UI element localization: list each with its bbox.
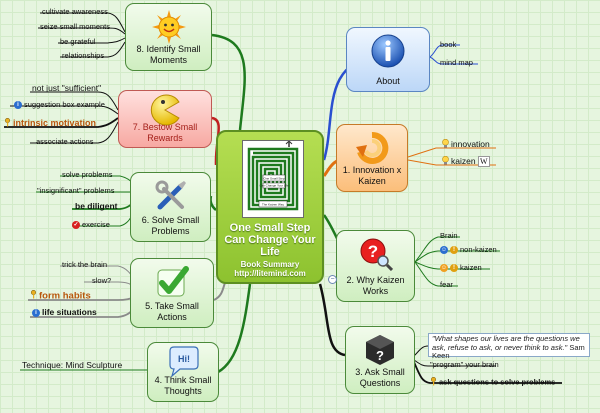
- leaf-non-kaizen-text: non-kaizen: [460, 245, 497, 254]
- node-problems[interactable]: 6. Solve Small Problems: [130, 172, 211, 242]
- question-magnifier-icon: ?: [360, 238, 393, 271]
- svg-text:Hi!: Hi!: [178, 354, 190, 364]
- leaf-non-kaizen[interactable]: ☺!non-kaizen: [440, 245, 497, 255]
- leaf-mind-sculpture[interactable]: Technique: Mind Sculpture: [22, 360, 123, 370]
- leaf-not-sufficient[interactable]: not just "sufficient": [32, 83, 102, 93]
- leaf-innovation[interactable]: innovation: [442, 138, 490, 150]
- key-icon: [4, 117, 11, 129]
- leaf-intrinsic-motivation[interactable]: intrinsic motivation: [4, 117, 97, 129]
- speech-bubble-icon: Hi!: [169, 346, 199, 378]
- lightbulb-icon: !: [450, 246, 458, 255]
- central-title: One Small Step Can Change Your Life: [224, 222, 316, 258]
- lightbulb-icon: !: [450, 264, 458, 273]
- leaf-form-habits[interactable]: form habits: [30, 289, 91, 302]
- svg-text:?: ?: [367, 242, 377, 261]
- branch-thoughts: [217, 283, 252, 374]
- leaf-be-grateful[interactable]: be grateful: [60, 37, 96, 46]
- key-icon: [30, 289, 37, 302]
- book-cover-subtitle: Can Change Your Life: [259, 184, 289, 188]
- node-actions-label: 5. Take Small Actions: [145, 301, 199, 322]
- node-problems-label: 6. Solve Small Problems: [141, 215, 200, 236]
- leaf-form-habits-text: form habits: [39, 290, 91, 302]
- node-about-label: About: [376, 75, 400, 86]
- collapse-toggle[interactable]: −: [328, 275, 337, 284]
- quote-text: "What shapes our lives are the questions…: [432, 334, 580, 352]
- central-url: http://litemind.com: [234, 269, 306, 278]
- leaf-mind-map[interactable]: mind map: [440, 58, 473, 67]
- node-moments[interactable]: 8. Identify Small Moments: [125, 3, 212, 71]
- leaf-intrinsic-motivation-text: intrinsic motivation: [13, 117, 97, 128]
- smiley-icon: ☺: [440, 264, 448, 273]
- leaf-innovation-text: innovation: [451, 138, 490, 149]
- leaf-cultivate-awareness[interactable]: cultivate awareness: [42, 7, 108, 16]
- leaf-insignificant-problems[interactable]: "insignificant" problems: [37, 186, 115, 195]
- leaf-exercise-text: exercise: [82, 220, 110, 229]
- leaf-be-diligent[interactable]: be diligent: [75, 201, 118, 211]
- central-subtitle: Book Summary http://litemind.com: [222, 260, 318, 278]
- node-thoughts[interactable]: Hi! 4. Think Small Thoughts: [147, 342, 219, 402]
- leaf-exercise[interactable]: ✓exercise: [72, 220, 110, 230]
- leaf-seize-moments[interactable]: seize small moments: [40, 22, 111, 31]
- wrench-screwdriver-icon: [155, 180, 186, 210]
- node-questions-label: 3. Ask Small Questions: [355, 367, 405, 388]
- node-rewards-label: 7. Bestow Small Rewards: [132, 122, 198, 143]
- leaf-program-brain[interactable]: "program" your brain: [430, 360, 499, 369]
- leaf-associate-actions[interactable]: associate actions: [36, 137, 94, 146]
- info-icon: i: [32, 308, 40, 317]
- leaf-life-situations-text: life situations: [42, 307, 97, 317]
- quote-box[interactable]: "What shapes our lives are the questions…: [428, 333, 590, 360]
- node-thoughts-label: 4. Think Small Thoughts: [154, 375, 212, 396]
- central-topic[interactable]: One Small Step Can Change Your Life The …: [216, 130, 324, 284]
- book-cover-maze: One Small Step Can Change Your Life The …: [242, 140, 304, 218]
- leaf-ask-questions-text: ask questions to solve problems: [439, 377, 556, 387]
- leaf-suggestion-box-text: suggestion box example: [24, 100, 105, 109]
- node-why-label: 2. Why Kaizen Works: [346, 275, 405, 296]
- emoticon-icon: ☺: [440, 246, 448, 255]
- book-cover-tagline: The Kaizen Way: [262, 203, 284, 207]
- key-icon: [430, 376, 437, 388]
- lightbulb-icon: [442, 138, 449, 150]
- smiling-sun-icon: [151, 10, 186, 44]
- leaf-why-kaizen-text: kaizen: [460, 263, 482, 272]
- question-cube-icon: ?: [366, 335, 394, 365]
- branch-questions: [318, 283, 346, 357]
- wikipedia-icon: W: [477, 155, 490, 167]
- pacman-icon: [150, 94, 180, 126]
- leaf-relationships[interactable]: relationships: [62, 51, 105, 60]
- leaf-solve-problems[interactable]: solve problems: [62, 170, 113, 179]
- node-about[interactable]: About: [346, 27, 430, 92]
- node-innovation[interactable]: 1. Innovation x Kaizen: [336, 124, 408, 192]
- central-subtitle-text: Book Summary: [240, 260, 300, 269]
- svg-text:?: ?: [376, 348, 384, 363]
- leaf-kaizen[interactable]: kaizen W: [442, 155, 490, 167]
- branch-moments: [211, 33, 246, 131]
- checkmark-icon: [157, 266, 189, 297]
- leaf-fear[interactable]: fear: [440, 280, 453, 289]
- leaf-kaizen-text: kaizen: [451, 155, 476, 166]
- leaf-trick-brain[interactable]: trick the brain: [62, 260, 108, 269]
- node-innovation-label: 1. Innovation x Kaizen: [342, 165, 402, 186]
- leaf-why-kaizen[interactable]: ☺!kaizen: [440, 263, 482, 273]
- node-why[interactable]: ? 2. Why Kaizen Works: [336, 230, 415, 302]
- leaf-book[interactable]: book: [440, 40, 457, 49]
- lightbulb-icon: [442, 155, 449, 167]
- node-moments-label: 8. Identify Small Moments: [136, 44, 201, 65]
- info-icon: i: [14, 101, 22, 110]
- book-cover-title: One Small Step: [263, 177, 284, 181]
- node-questions[interactable]: ? 3. Ask Small Questions: [345, 326, 415, 394]
- leaf-brain[interactable]: Brain: [440, 231, 458, 240]
- leaf-ask-questions[interactable]: ask questions to solve problems: [430, 376, 556, 388]
- checkmark-icon: ✓: [72, 221, 80, 230]
- quote-author: Sam Keen: [432, 342, 585, 360]
- info-icon: [371, 34, 405, 68]
- leaf-slow[interactable]: slow?: [92, 276, 112, 285]
- spiral-arrow-icon: [356, 131, 389, 164]
- node-actions[interactable]: 5. Take Small Actions: [130, 258, 214, 328]
- node-rewards[interactable]: 7. Bestow Small Rewards: [118, 90, 212, 148]
